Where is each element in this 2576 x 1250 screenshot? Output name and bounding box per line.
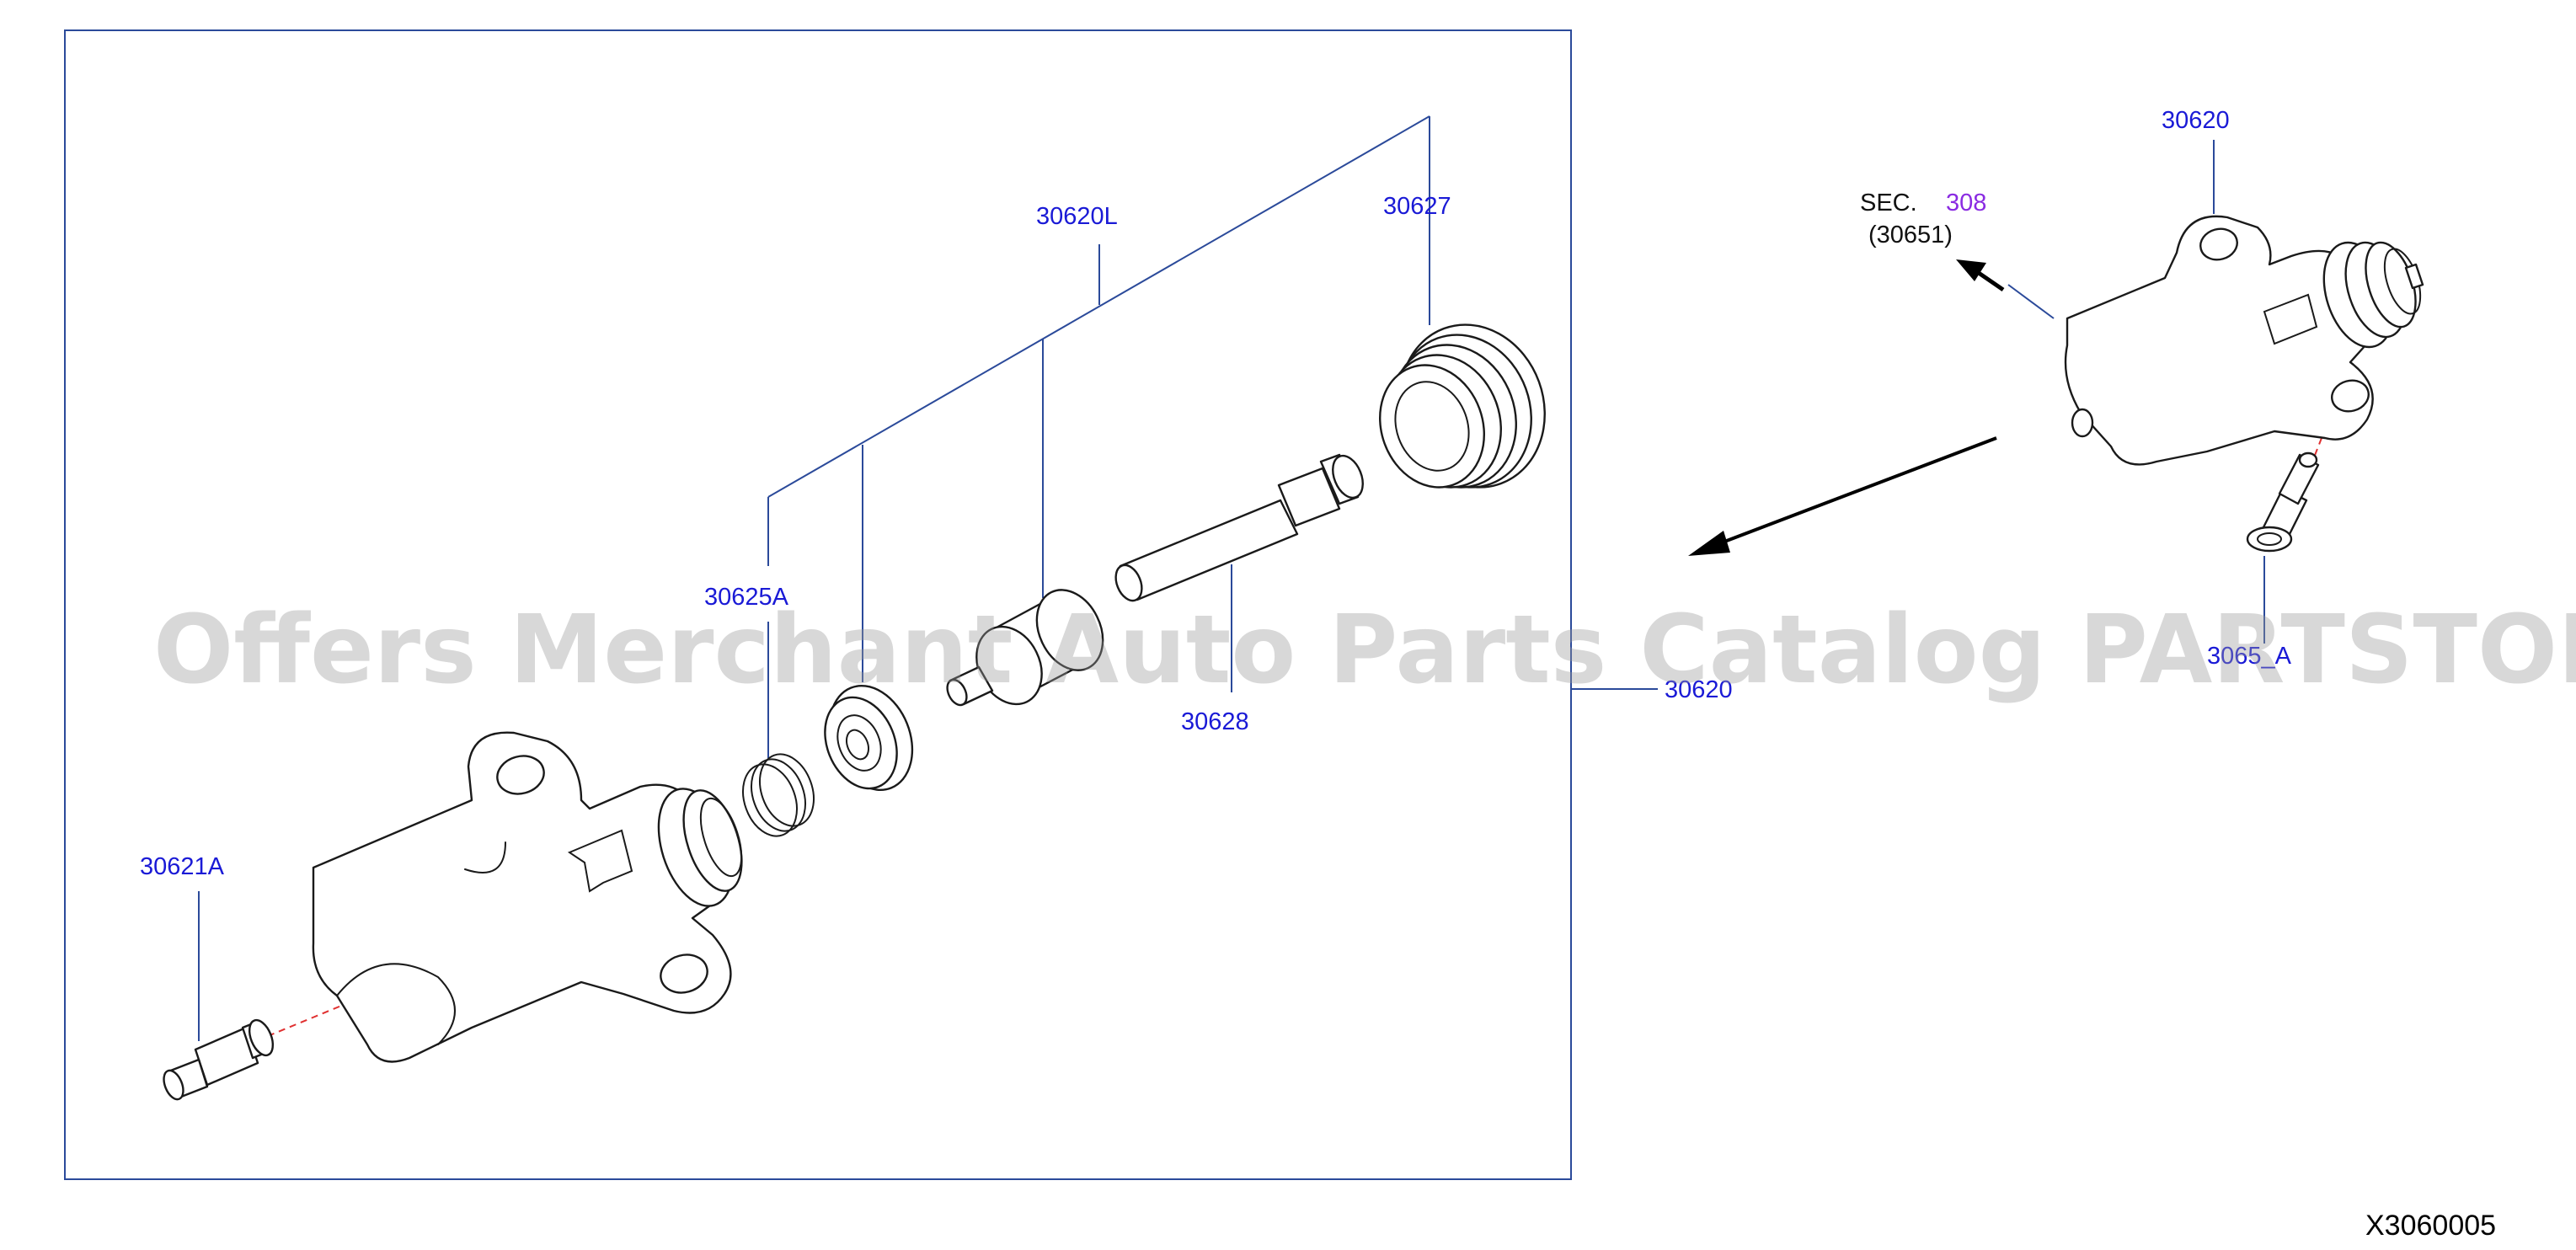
bleeder-center-line <box>267 1003 346 1037</box>
label-boot[interactable]: 30627 <box>1383 193 1451 220</box>
cylinder-body-part <box>312 731 743 1063</box>
leader-lines <box>198 115 2265 1041</box>
piston-part <box>946 589 1104 707</box>
diagram-code: X3060005 <box>2365 1210 2496 1242</box>
label-assembly[interactable]: 30620L <box>1036 203 1118 230</box>
label-spring[interactable]: 30625A <box>704 584 789 611</box>
bleeder-part <box>163 1018 275 1101</box>
label-cylinder-main[interactable]: 30620 <box>1665 676 1733 703</box>
boot-part <box>1378 323 1546 489</box>
label-bolt[interactable]: 3065_A <box>2207 643 2292 670</box>
sec-arrow <box>1956 259 2005 292</box>
label-cylinder-assembled[interactable]: 30620 <box>2162 107 2230 134</box>
seal-cup-part <box>824 685 914 791</box>
bolt-part <box>2246 451 2320 553</box>
assembled-cylinder-part <box>2064 215 2424 466</box>
label-push-rod[interactable]: 30628 <box>1181 708 1249 735</box>
exploded-view-frame <box>64 29 1572 1180</box>
label-bleeder[interactable]: 30621A <box>140 853 225 880</box>
direction-arrow <box>1688 436 1997 556</box>
sec-number[interactable]: 308 <box>1946 190 1986 216</box>
push-rod-part <box>1114 453 1364 602</box>
spring-part <box>742 753 815 837</box>
watermark: Offers Merchant Auto Parts Catalog PARTS… <box>153 596 2576 705</box>
sec-prefix: SEC. <box>1860 190 1917 216</box>
sec-ref: (30651) <box>1868 222 1953 248</box>
